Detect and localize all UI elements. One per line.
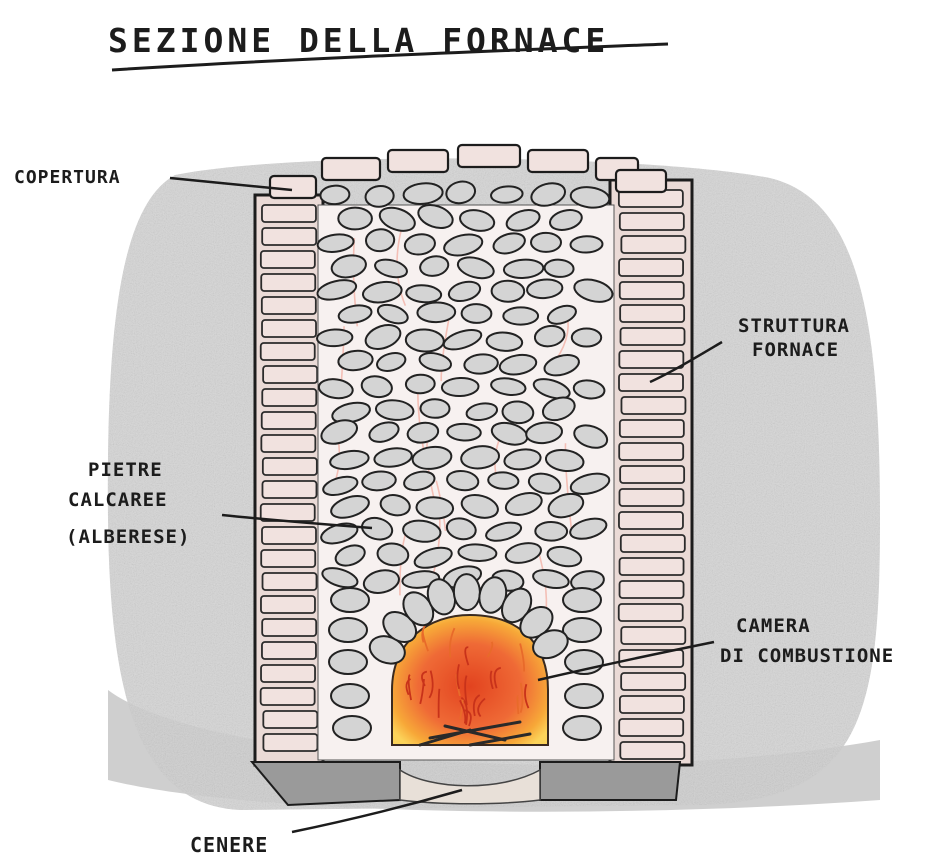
wall-brick <box>620 696 684 713</box>
wall-brick <box>619 719 683 736</box>
cenere-label: CENERE <box>190 833 268 857</box>
wall-brick <box>620 558 684 575</box>
limestone-stone <box>420 399 449 418</box>
struttura-label-line1: STRUTTURA <box>738 315 850 337</box>
limestone-stone <box>563 588 601 612</box>
flame-stroke <box>517 696 518 714</box>
wall-brick <box>619 259 683 276</box>
wall-brick <box>620 581 684 598</box>
cover-brick <box>270 176 316 198</box>
pietre-label-line2: CALCAREE <box>68 489 168 511</box>
wall-brick <box>263 458 317 475</box>
limestone-stone <box>535 522 567 541</box>
wall-brick <box>621 673 685 690</box>
wall-brick <box>620 420 684 437</box>
limestone-stone <box>544 259 574 278</box>
wall-brick <box>619 650 683 667</box>
limestone-stone <box>320 185 350 205</box>
wall-brick <box>261 550 315 567</box>
wall-brick <box>262 320 316 337</box>
limestone-stone <box>563 716 601 740</box>
limestone-stone <box>442 377 479 396</box>
wall-brick <box>262 619 316 636</box>
wall-brick <box>261 688 315 705</box>
wall-brick <box>262 481 316 498</box>
wall-brick <box>621 328 685 345</box>
wall-brick <box>262 389 316 406</box>
wall-brick <box>619 489 683 506</box>
wall-brick <box>263 573 317 590</box>
flame-stroke <box>439 689 440 718</box>
wall-brick <box>262 642 316 659</box>
wall-brick <box>262 228 316 245</box>
wall-brick <box>620 742 684 759</box>
cover-brick <box>528 150 588 172</box>
cover-brick <box>616 170 666 192</box>
limestone-stone <box>329 618 367 642</box>
copertura-label: COPERTURA <box>14 167 121 188</box>
wall-brick <box>621 397 685 414</box>
diagram-title: SEZIONE DELLA FORNACE <box>108 21 609 60</box>
limestone-stone <box>405 329 444 353</box>
wall-brick <box>261 343 315 360</box>
cover-brick <box>458 145 520 167</box>
pietre-label-line1: PIETRE <box>88 459 163 481</box>
wall-brick <box>262 297 316 314</box>
limestone-stone <box>338 208 372 230</box>
wall-brick <box>619 604 683 621</box>
limestone-stone <box>491 280 524 302</box>
limestone-stone <box>531 233 561 252</box>
wall-brick <box>261 274 315 291</box>
limestone-stone <box>406 374 435 393</box>
limestone-stone <box>503 307 538 324</box>
camera-label-line1: CAMERA <box>736 615 811 637</box>
wall-brick <box>620 466 684 483</box>
wall-brick <box>619 443 683 460</box>
wall-brick <box>262 412 316 429</box>
arch-stone <box>453 574 480 611</box>
limestone-stone <box>563 618 601 642</box>
cover-brick <box>388 150 448 172</box>
limestone-stone <box>565 684 603 708</box>
wall-brick <box>621 236 685 253</box>
limestone-stone <box>333 716 371 740</box>
limestone-stone <box>461 304 491 323</box>
wall-brick <box>262 205 316 222</box>
limestone-stone <box>317 329 353 347</box>
cover-brick <box>322 158 380 180</box>
wall-brick <box>263 734 317 751</box>
limestone-stone <box>572 328 601 346</box>
wall-brick <box>261 251 315 268</box>
pietre-label-line3: (ALBERESE) <box>66 526 190 548</box>
wall-brick <box>619 512 683 529</box>
limestone-stone <box>331 588 369 612</box>
wall-brick <box>620 282 684 299</box>
wall-brick <box>621 535 685 552</box>
limestone-stone <box>329 650 367 674</box>
wall-brick <box>619 351 683 368</box>
wall-brick <box>621 627 685 644</box>
wall-brick <box>620 213 684 230</box>
wall-brick <box>263 366 317 383</box>
limestone-stone <box>447 423 481 441</box>
limestone-stone <box>417 302 455 323</box>
wall-brick <box>261 665 315 682</box>
wall-brick <box>262 527 316 544</box>
wall-brick <box>261 435 315 452</box>
camera-label-line2: DI COMBUSTIONE <box>720 645 894 667</box>
limestone-stone <box>331 684 369 708</box>
limestone-stone <box>570 236 602 253</box>
wall-brick <box>261 596 315 613</box>
wall-brick <box>263 711 317 728</box>
wall-brick <box>620 305 684 322</box>
struttura-label-line2: FORNACE <box>752 339 839 361</box>
